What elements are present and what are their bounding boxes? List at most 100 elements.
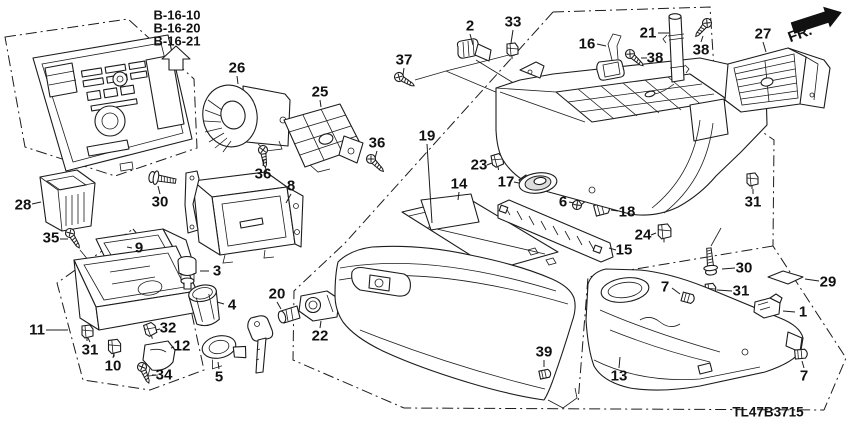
callout-9-22[interactable]: 9	[135, 240, 143, 257]
callout-leader-22	[320, 321, 321, 328]
callout-17-14[interactable]: 17	[498, 174, 515, 191]
callout-24-35[interactable]: 24	[635, 227, 652, 244]
callout-25-9[interactable]: 25	[312, 84, 329, 101]
callout-37-2[interactable]: 37	[396, 52, 413, 69]
callout-leader-29	[805, 279, 819, 281]
callout-27-7[interactable]: 27	[755, 26, 772, 43]
part-bezel-ring-5	[200, 331, 249, 370]
callout-leader-10	[113, 353, 114, 358]
callout-leader-14	[458, 192, 459, 200]
callout-2-0[interactable]: 2	[466, 18, 474, 35]
callout-1-40[interactable]: 1	[799, 304, 807, 321]
callout-23-13[interactable]: 23	[471, 157, 488, 174]
callout-29-39[interactable]: 29	[820, 274, 837, 291]
callout-31-38[interactable]: 31	[733, 283, 750, 300]
callout-36-11[interactable]: 36	[369, 135, 386, 152]
diagram-code: TL47B3715	[732, 405, 804, 420]
part-blower-motor-26	[197, 80, 290, 152]
bolt-30-right	[701, 246, 719, 277]
callout-7-41[interactable]: 7	[661, 279, 669, 296]
clip-31-top	[746, 172, 759, 190]
part-lock-cylinder-22	[299, 291, 339, 321]
callout-leader-20	[277, 302, 281, 309]
part-damper-gear-17	[518, 170, 558, 195]
ref-label-3: B-16-21	[154, 34, 201, 49]
callout-leader-23	[487, 163, 492, 165]
callout-leader-31	[88, 338, 90, 342]
callout-5-32[interactable]: 5	[215, 369, 223, 386]
part-socket-4	[187, 283, 223, 328]
callout-33-1[interactable]: 33	[505, 14, 522, 31]
callout-leader-32	[156, 329, 160, 330]
part-bracket	[185, 171, 199, 233]
part-glovebox-housing	[496, 58, 767, 215]
callout-leader-27	[763, 42, 766, 52]
callout-34-31[interactable]: 34	[156, 367, 173, 384]
callout-16-3[interactable]: 16	[579, 36, 596, 53]
callout-leader-4	[217, 302, 224, 304]
callout-3-23[interactable]: 3	[213, 263, 221, 280]
callout-leader-38	[701, 36, 703, 42]
callout-7-42[interactable]: 7	[800, 368, 808, 385]
part-pocket-28	[40, 170, 95, 231]
part-stopper-39	[538, 368, 552, 380]
part-storage-box-8	[193, 172, 303, 263]
callout-38-5[interactable]: 38	[647, 50, 664, 67]
callout-20-25[interactable]: 20	[269, 286, 286, 303]
clip-31-console	[81, 324, 94, 342]
callout-30-19[interactable]: 30	[152, 194, 169, 211]
callout-leader-8	[286, 194, 291, 203]
part-glovebox-lamp-16	[597, 34, 624, 80]
part-sensor-2	[457, 39, 491, 61]
callout-36-10[interactable]: 36	[255, 166, 272, 183]
callout-4-24[interactable]: 4	[228, 297, 237, 314]
callout-8-18[interactable]: 8	[287, 178, 295, 195]
region-glovebox-lid	[293, 12, 824, 410]
clip-33	[506, 42, 519, 60]
callout-leader-36	[375, 151, 377, 158]
callout-10-28[interactable]: 10	[105, 358, 122, 375]
part-glovebox-lid	[335, 246, 577, 408]
callout-leader-9	[127, 247, 132, 248]
callout-leader-26	[237, 76, 238, 84]
callout-22-33[interactable]: 22	[312, 328, 329, 345]
clip-10	[107, 338, 122, 358]
callout-38-6[interactable]: 38	[693, 42, 710, 59]
callout-26-8[interactable]: 26	[229, 60, 246, 77]
callout-leader-1	[783, 311, 795, 312]
callout-leader-13	[619, 357, 620, 368]
callout-leader-17	[514, 182, 519, 183]
callout-35-21[interactable]: 35	[43, 230, 60, 247]
callout-28-20[interactable]: 28	[15, 197, 32, 214]
part-lighter-plug-3	[178, 257, 196, 290]
callout-leader-30	[722, 268, 735, 269]
callout-leader-36	[263, 159, 264, 166]
part-label-sheet-29	[768, 271, 803, 284]
callout-21-4[interactable]: 21	[640, 25, 657, 42]
callout-31-44[interactable]: 31	[745, 194, 762, 211]
callout-39-34[interactable]: 39	[536, 344, 553, 361]
grommet-7-lower	[794, 348, 809, 360]
callout-31-27[interactable]: 31	[82, 342, 99, 359]
part-center-trim-panel	[33, 35, 192, 171]
callout-13-43[interactable]: 13	[611, 368, 628, 385]
screw-37	[392, 70, 417, 91]
callout-leader-7	[672, 288, 680, 294]
callout-6-16[interactable]: 6	[559, 194, 567, 211]
callout-14-15[interactable]: 14	[451, 176, 468, 193]
part-hook-12	[143, 341, 175, 376]
callout-12-30[interactable]: 12	[174, 338, 191, 355]
callout-leader-37	[403, 68, 404, 75]
callout-32-29[interactable]: 32	[160, 320, 177, 337]
fr-direction-arrow	[791, 8, 841, 34]
callout-leader-30	[158, 186, 160, 194]
callout-19-12[interactable]: 19	[419, 128, 436, 145]
callout-15-36[interactable]: 15	[616, 242, 633, 259]
callout-18-17[interactable]: 18	[619, 204, 636, 221]
callout-11-26[interactable]: 11	[29, 322, 45, 339]
callout-30-37[interactable]: 30	[736, 260, 753, 277]
callout-leader-5	[218, 362, 219, 369]
clip-24	[657, 223, 672, 243]
clip-32	[142, 321, 159, 341]
